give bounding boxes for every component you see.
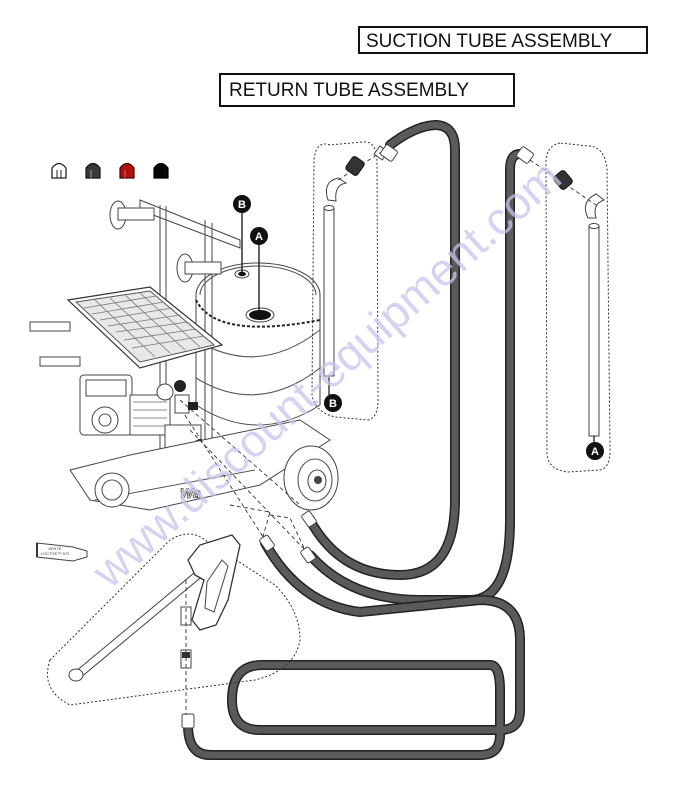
suction-tube-assembly-label: SUCTION TUBE ASSEMBLY: [358, 26, 648, 54]
grate-platform: [29, 286, 224, 369]
callout-a-tank: A: [250, 227, 268, 314]
red-cap-icon: [119, 162, 135, 179]
suction-fitting: [553, 170, 573, 190]
white-cap-icon: [51, 162, 67, 179]
suction-tube: [588, 225, 600, 437]
return-elbow: [325, 177, 348, 202]
spray-gun-dotted-outline: [47, 533, 301, 706]
suction-elbow: [584, 193, 606, 219]
loctite-label-line1: WHITE: [49, 546, 62, 551]
spray-gun-assembly: [47, 533, 301, 715]
return-tube-dotted-outline: [311, 141, 379, 421]
suction-tube-dotted-outline: [545, 142, 611, 473]
spray-gun-handle: [187, 534, 241, 631]
gun-hose: [183, 538, 525, 760]
gray-cap-icon: [85, 162, 101, 179]
suction-tube-assembly: A: [529, 142, 611, 473]
hose-fittings: [181, 144, 534, 729]
svg-text:Wa: Wa: [180, 485, 201, 501]
black-cap-icon: [153, 162, 169, 179]
return-hose: [305, 120, 460, 580]
return-fitting: [345, 156, 365, 176]
callout-b-tank: B: [233, 195, 251, 272]
callout-a-label: A: [255, 231, 263, 243]
callout-b-return-label: B: [329, 398, 337, 410]
loctite-label-line2: LOCTITE™ 572: [41, 551, 70, 556]
tank: [195, 262, 321, 426]
engine: [79, 374, 171, 436]
return-tube-assembly-label: RETURN TUBE ASSEMBLY: [219, 73, 515, 107]
suction-hose: [305, 149, 530, 605]
cap-set: [51, 162, 169, 179]
callout-b-label: B: [238, 199, 246, 211]
loctite-tube: WHITE LOCTITE™ 572: [36, 542, 88, 562]
callout-a-suction-label: A: [591, 446, 599, 458]
cart-assembly: Wa: [29, 199, 339, 511]
connection-guides: [179, 399, 306, 551]
